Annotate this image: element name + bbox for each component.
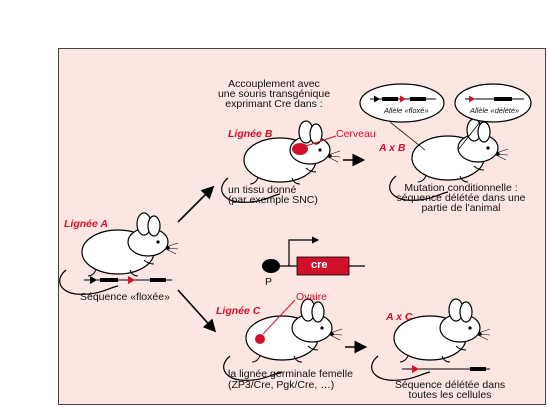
- deleted-line-2: toutes les cellules: [408, 389, 492, 401]
- cre-gene-label: cre: [311, 259, 328, 271]
- ovary-label: Ovaire: [296, 291, 327, 303]
- deleted-allele-bubble: [454, 83, 532, 151]
- line-a-label: Lignée A: [64, 218, 108, 230]
- mating-line-1: Accouplement avec: [228, 78, 320, 90]
- cre-transgene-construct: [262, 236, 365, 276]
- deleted-allele-label: Allèle «délété»: [470, 106, 520, 115]
- axb-label: A x B: [379, 142, 406, 154]
- floxed-sequence-label: Séquence «floxée»: [80, 291, 170, 303]
- axc-label: A x C: [386, 311, 413, 323]
- line-b-label: Lignée B: [228, 128, 273, 140]
- brain-mark: [292, 143, 308, 155]
- brain-pointer: [305, 135, 337, 147]
- conditional-line-2: séquence délétée dans une: [396, 192, 526, 204]
- arrow-to-line-c: [177, 289, 217, 333]
- floxed-sequence-construct: [84, 276, 172, 284]
- ovary-pointer: [262, 299, 296, 335]
- promoter-label: P: [265, 276, 273, 288]
- conditional-line-3: partie de l'animal: [421, 202, 501, 214]
- deleted-sequence-construct: [402, 365, 490, 373]
- mating-line-3: exprimant Cre dans :: [225, 98, 323, 110]
- germline-line-2: (ZP3/Cre, Pgk/Cre, …): [228, 379, 335, 391]
- conditional-line-1: Mutation conditionnelle :: [404, 182, 518, 194]
- germline-line-1: la lignée germinale femelle: [228, 368, 353, 380]
- deleted-line-1: Séquence délétée dans: [394, 379, 506, 391]
- mating-line-2: une souris transgénique: [217, 88, 331, 100]
- floxed-allele-label: Allèle «floxé»: [384, 106, 429, 115]
- floxed-allele-bubble: [359, 83, 445, 151]
- arrow-to-line-b: [177, 185, 215, 223]
- tissue-line-1: un tissu donné: [228, 184, 297, 196]
- brain-label: Cerveau: [336, 128, 376, 140]
- tissue-line-2: (par exemple SNC): [228, 194, 318, 206]
- ovary-mark: [255, 334, 265, 344]
- line-c-label: Lignée C: [216, 305, 261, 317]
